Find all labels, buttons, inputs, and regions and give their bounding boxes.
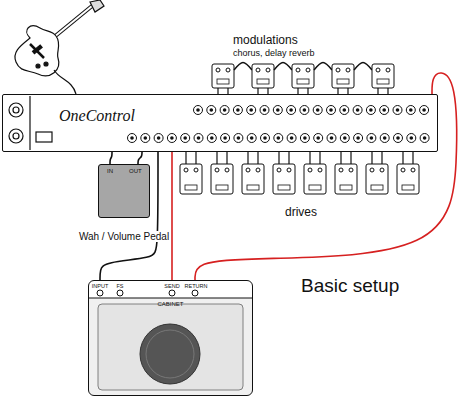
wah-pedal: INOUTWah / Volume Pedal [98,164,150,218]
jack-label: OUT [129,168,142,175]
rack-jacks [128,106,430,143]
diagram-title: Basic setup [300,276,400,297]
jack-label: IN [107,168,113,175]
cable [110,152,112,164]
cable [171,152,173,280]
jack-label: INPUT [92,283,109,289]
switcher-unit: OneControl [2,94,438,152]
pedal-caption: Wah / Volume Pedal [77,231,171,242]
cable [138,152,142,164]
jack-label: FS [116,283,123,289]
rack-ears [9,96,52,150]
guitar-cable [54,70,76,94]
guitar-drawing [15,0,104,76]
jack-label: SEND [164,283,179,289]
cable [195,73,457,280]
brand-name: OneControl [59,107,135,125]
effect-pedals [180,63,419,195]
amp-drawing [89,281,252,395]
group-label: drives [284,206,318,219]
cabinet-label: CABINET [157,301,183,308]
group-note: chorus, delay reverb [232,49,316,59]
group-label: modulations [232,34,299,47]
jack-label: RETURN [185,283,208,289]
amplifier: CABINET [88,280,253,396]
